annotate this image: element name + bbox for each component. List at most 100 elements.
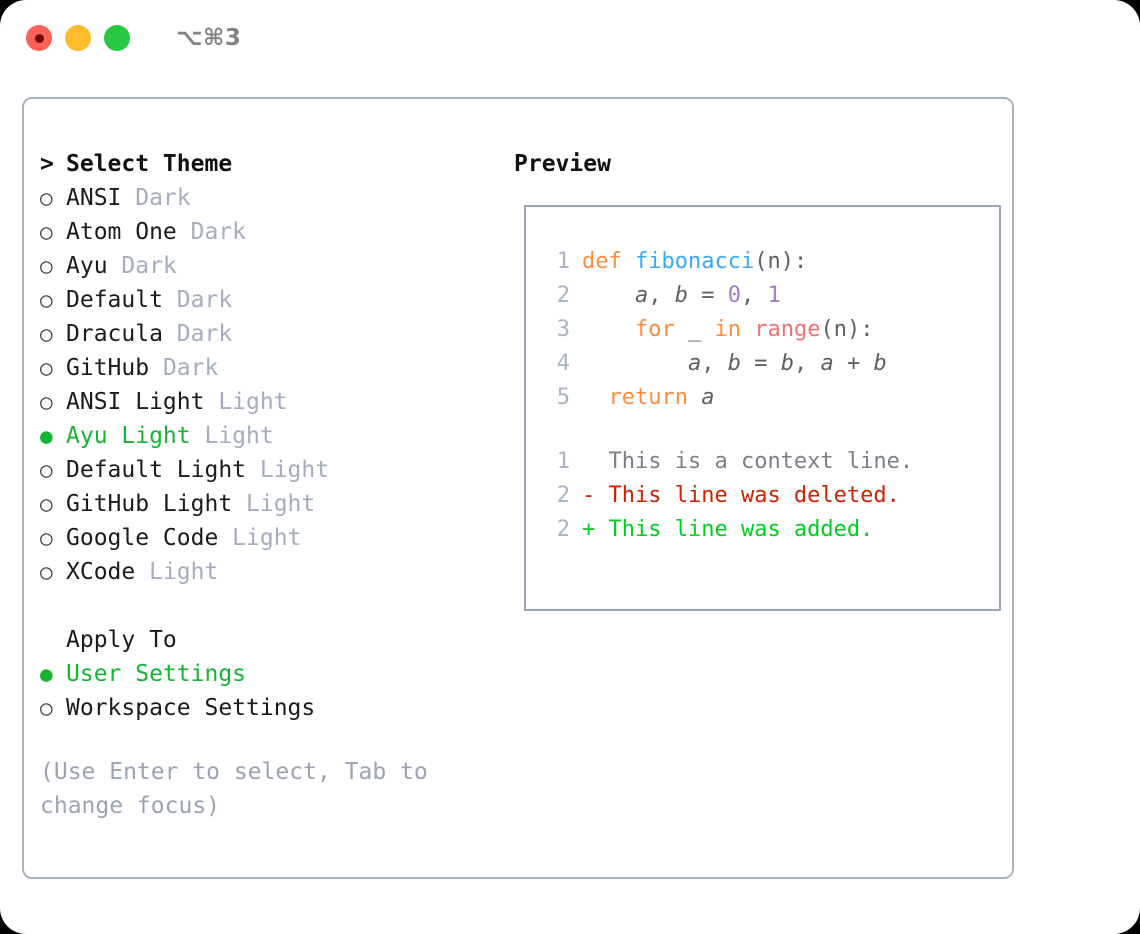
theme-option-tag: Light [135,559,219,585]
radio-selected-icon: ● [40,424,53,448]
theme-option-ayu-light[interactable]: ●Ayu Light Light [40,419,502,453]
theme-option-atom-one[interactable]: ○Atom One Dark [40,215,502,249]
theme-option-label: XCode [66,559,136,585]
theme-option-ayu[interactable]: ○Ayu Dark [40,249,502,283]
select-theme-header: > Select Theme [40,147,502,181]
line-number: 2 [556,283,570,308]
theme-option-label: Dracula [66,321,163,347]
minimize-button[interactable] [65,25,91,51]
apply-to-option-workspace-settings[interactable]: ○ Workspace Settings [40,691,502,725]
diff-marker-icon [582,445,609,479]
code-line: 5 return a [544,381,999,415]
line-number: 3 [556,317,570,342]
theme-option-tag: Dark [149,355,219,381]
diff-text: This line was added. [608,517,874,542]
code-line: 4 a, b = b, a + b [544,347,999,381]
apply-to-label: Apply To [66,627,177,653]
theme-option-label: Atom One [66,219,177,245]
token-plain [582,351,688,376]
apply-to-list: ● User Settings ○ Workspace Settings [40,657,502,725]
radio-unselected-icon: ○ [40,560,53,584]
code-text: for _ in range(n): [582,313,873,347]
theme-option-label: Google Code [66,525,219,551]
window-controls [26,25,130,51]
line-number: 2 [556,517,570,542]
radio-unselected-icon: ○ [40,254,53,278]
theme-option-xcode[interactable]: ○ XCode Light [40,555,502,589]
token-plain [622,249,635,274]
theme-option-ansi-light[interactable]: ○ANSI Light Light [40,385,502,419]
theme-option-ansi[interactable]: ○ANSI Dark [40,181,502,215]
recording-dot-icon [34,33,44,43]
theme-picker-pane: > Select Theme ○ANSI Dark○Atom One Dark○… [24,99,502,877]
theme-option-tag: Dark [121,185,191,211]
theme-option-google-code[interactable]: ○Google Code Light [40,521,502,555]
diff-text: This is a context line. [608,449,914,474]
code-line: 2 a, b = 0, 1 [544,279,999,313]
line-number: 5 [556,385,570,410]
theme-option-tag: Light [246,457,330,483]
theme-option-label: GitHub Light [66,491,233,517]
diff-sample: 1 This is a context line. 2- This line wa… [544,445,999,547]
token-plain: , [740,283,768,308]
line-number: 2 [556,483,570,508]
apply-to-bullet-placeholder [40,623,66,657]
radio-unselected-icon: ○ [40,288,53,312]
theme-option-default[interactable]: ○Default Dark [40,283,502,317]
token-var: a [687,351,702,376]
token-var: b [674,283,688,308]
radio-selected-icon: ● [40,662,53,686]
code-diff-spacer [544,415,999,445]
token-plain: + [833,351,874,376]
select-theme-label: Select Theme [66,151,233,177]
radio-unselected-icon: ○ [40,186,53,210]
radio-unselected-icon: ○ [40,322,53,346]
token-var: a [701,385,715,410]
diff-marker-icon: - [582,483,609,508]
theme-option-github-light[interactable]: ○GitHub Light Light [40,487,502,521]
theme-option-label: Ayu Light [66,423,191,449]
token-num: 0 [727,283,741,308]
theme-option-tag: Dark [176,219,247,245]
theme-option-label: GitHub [66,355,150,381]
apply-to-option-user-settings[interactable]: ● User Settings [40,657,502,691]
theme-option-tag: Dark [107,253,177,279]
line-number: 1 [556,449,570,474]
token-kw: in [714,317,741,342]
maximize-button[interactable] [104,25,130,51]
main-card: > Select Theme ○ANSI Dark○Atom One Dark○… [22,97,1014,879]
token-plain: = [740,351,781,376]
diff-text: This line was deleted. [608,483,900,508]
code-text: return a [582,381,715,415]
apply-to-option-label: Workspace Settings [66,695,316,721]
radio-unselected-icon: ○ [40,526,53,550]
close-button[interactable] [26,25,52,51]
theme-option-label: Default [66,287,163,313]
diff-marker-icon: + [582,517,609,542]
token-plain: , [701,351,728,376]
preview-title: Preview [514,151,611,177]
token-var: a [820,351,834,376]
token-plain: (n): [820,317,874,342]
code-text: a, b = b, a + b [582,347,887,381]
code-text: def fibonacci(n): [582,245,807,279]
theme-option-dracula[interactable]: ○Dracula Dark [40,317,502,351]
token-var: b [780,351,794,376]
theme-option-github[interactable]: ○ GitHub Dark [40,351,502,385]
radio-unselected-icon: ○ [40,356,53,380]
diff-line-add: 2 + This line was added. [544,513,999,547]
token-plain [741,317,754,342]
token-fn: fibonacci [635,249,755,274]
apply-to-option-label: User Settings [66,661,247,687]
theme-option-label: Default Light [66,457,247,483]
title-bar: ⌥⌘3 [0,0,1140,76]
radio-unselected-icon: ○ [40,696,53,720]
theme-option-default-light[interactable]: ○Default Light Light [40,453,502,487]
diff-line-ctx: 1 This is a context line. [544,445,999,479]
line-number: 4 [556,351,570,376]
code-text: a, b = 0, 1 [582,279,781,313]
